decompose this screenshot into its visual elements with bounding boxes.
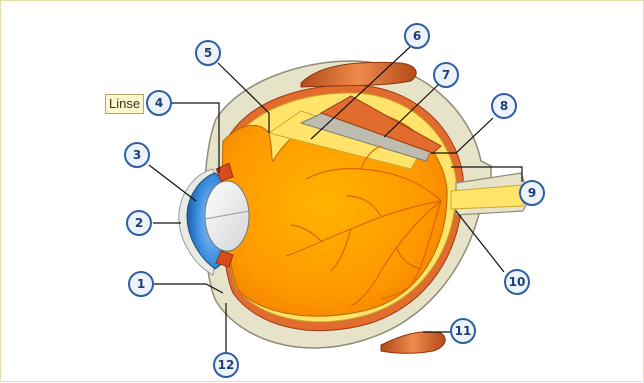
callout-label: 6 <box>413 29 421 43</box>
callout-8: 8 <box>492 94 516 118</box>
callout-label: 9 <box>528 186 536 200</box>
callout-label: 1 <box>137 277 145 291</box>
lens-tooltip: Linse <box>105 94 144 114</box>
callout-12: 12 <box>214 353 238 377</box>
callout-3: 3 <box>125 143 149 167</box>
callout-7: 7 <box>434 63 458 87</box>
callout-label: 11 <box>455 324 472 338</box>
callout-label: 7 <box>442 68 450 82</box>
callout-label: 10 <box>509 275 526 289</box>
callout-11: 11 <box>451 319 475 343</box>
callout-label: 4 <box>155 96 163 110</box>
callout-9: 9 <box>520 181 544 205</box>
callout-1: 1 <box>129 272 153 296</box>
callout-label: 3 <box>133 148 141 162</box>
callout-5: 5 <box>196 41 220 65</box>
callout-label: 5 <box>204 46 212 60</box>
callout-label: 2 <box>135 216 143 230</box>
callout-label: 8 <box>500 99 508 113</box>
callout-6: 6 <box>405 24 429 48</box>
callout-2: 2 <box>127 211 151 235</box>
callout-4: 4 <box>147 91 171 115</box>
callout-10: 10 <box>505 270 529 294</box>
lower-muscle <box>381 332 445 354</box>
callout-label: 12 <box>218 358 235 372</box>
lens <box>205 181 249 251</box>
